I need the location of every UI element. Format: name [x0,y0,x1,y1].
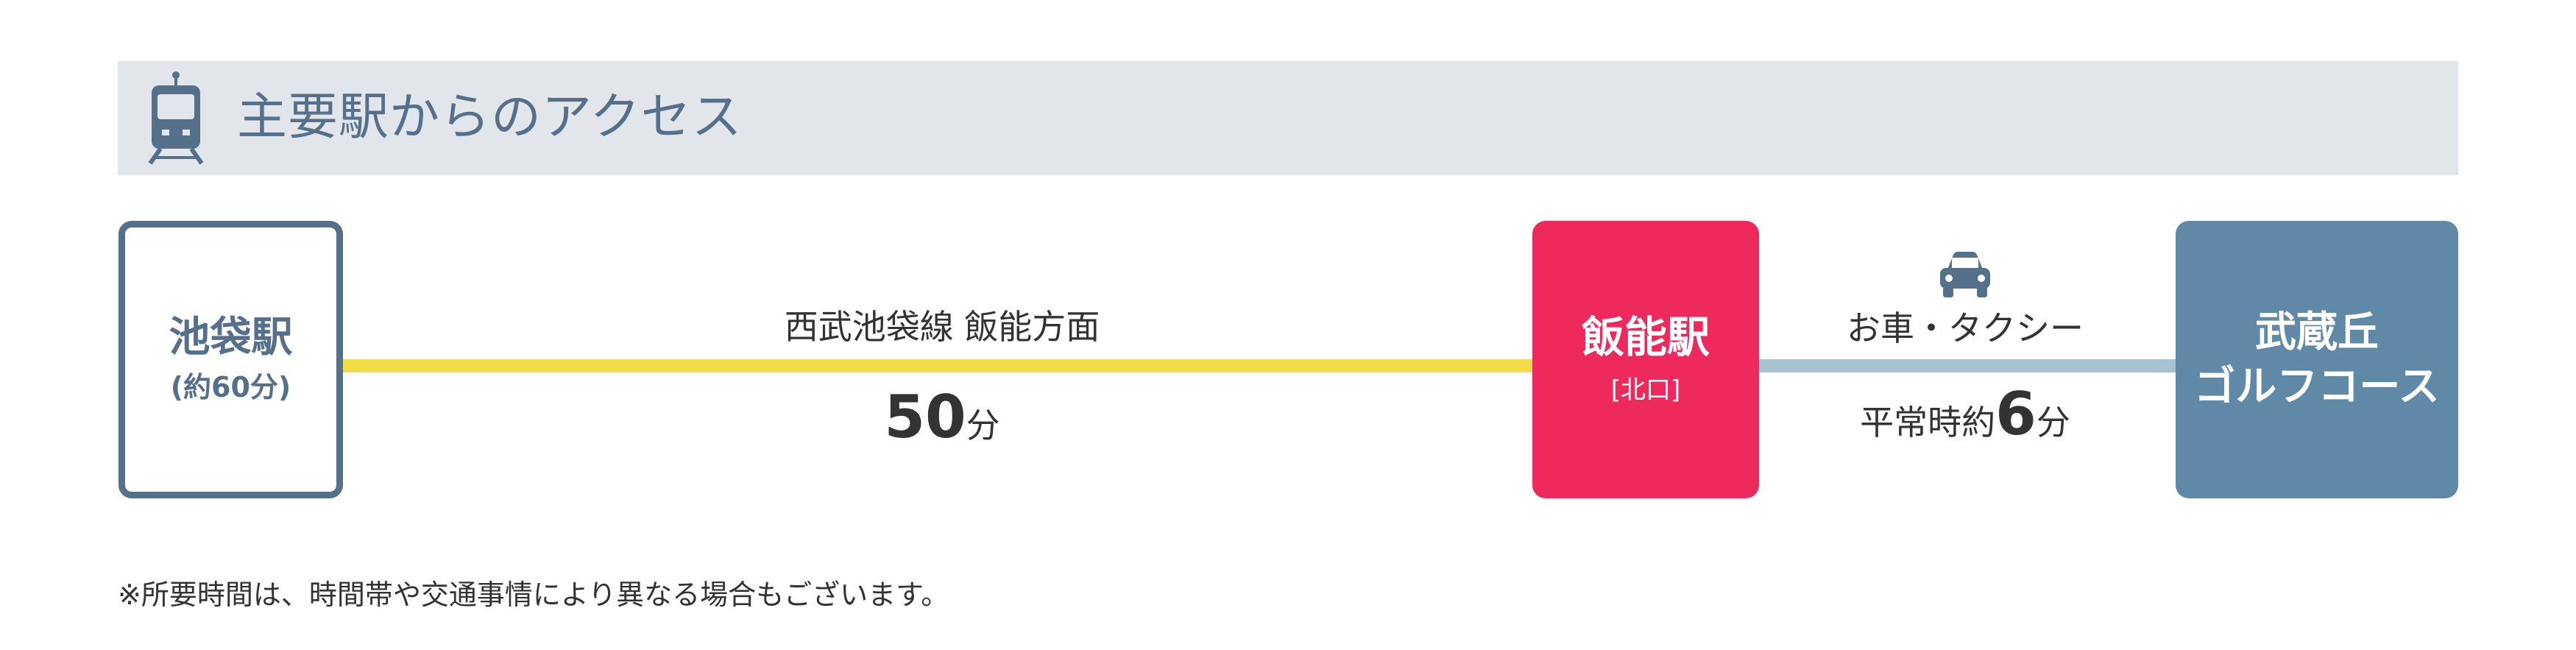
car-route-label: お車・タクシー [1847,308,2084,348]
train-icon [148,71,204,165]
car-duration-prefix: 平常時約 [1860,403,1996,442]
transfer-station-name: 飯能駅 [1581,311,1710,362]
origin-station-name: 池袋駅 [169,313,293,361]
car-duration: 平常時約6分 [1796,381,2134,448]
transfer-station-box: 飯能駅 [北口] [1532,221,1759,498]
origin-total-time: (約60分) [170,370,291,403]
origin-station-box: 池袋駅 (約60分) [118,221,343,498]
destination-name-line1: 武蔵丘 [2255,308,2379,356]
car-duration-value: 6 [1995,380,2037,448]
destination-name-line2: ゴルフコース [2194,362,2440,411]
car-icon [1940,252,1990,297]
train-duration: 50分 [795,384,1089,451]
destination-box: 武蔵丘 ゴルフコース [2176,221,2458,498]
header-bar [118,61,2458,175]
car-route-line [1759,359,2176,372]
section-title: 主要駅からのアクセス [237,88,743,146]
train-duration-unit: 分 [966,406,1000,445]
train-line-label: 西武池袋線 飯能方面 [784,307,1100,347]
car-duration-unit: 分 [2036,403,2070,442]
train-duration-value: 50 [884,383,966,451]
transfer-station-exit: [北口] [1610,375,1681,405]
footnote: ※所要時間は、時間帯や交通事情により異なる場合もございます。 [118,579,949,611]
train-route-line [343,359,1532,372]
